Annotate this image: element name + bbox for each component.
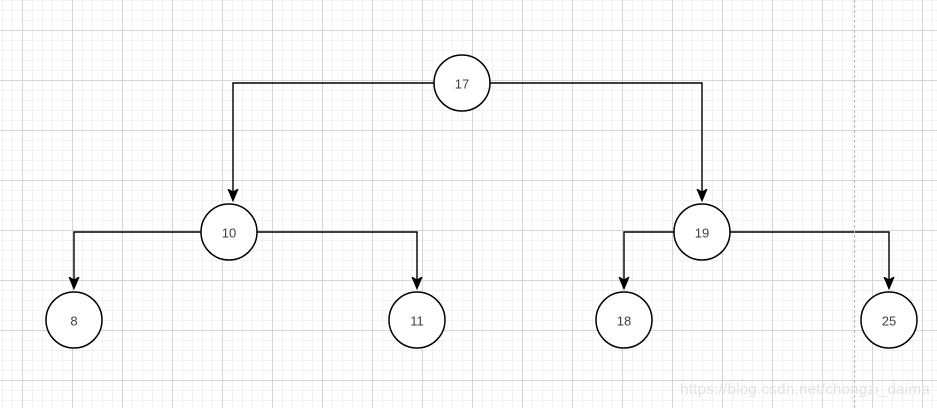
node-label: 17 (455, 77, 469, 92)
tree-node-8[interactable]: 8 (45, 291, 103, 349)
tree-node-25[interactable]: 25 (860, 291, 918, 349)
tree-edge-n10-n8[interactable] (74, 231, 201, 288)
tree-node-19[interactable]: 19 (673, 203, 731, 261)
page-break-line (854, 0, 855, 408)
node-label: 18 (617, 314, 631, 329)
tree-edge-n17-n10[interactable] (233, 82, 434, 200)
node-circle-17[interactable] (433, 54, 491, 112)
tree-edge-n19-n18[interactable] (624, 231, 674, 288)
tree-node-17[interactable]: 17 (433, 54, 491, 112)
node-circle-18[interactable] (595, 291, 653, 349)
tree-node-11[interactable]: 11 (388, 291, 446, 349)
node-label: 8 (70, 314, 77, 329)
node-circle-8[interactable] (45, 291, 103, 349)
tree-edge-n19-n25[interactable] (730, 231, 889, 288)
tree-node-18[interactable]: 18 (595, 291, 653, 349)
node-circle-11[interactable] (388, 291, 446, 349)
tree-edge-n10-n11[interactable] (257, 231, 417, 288)
tree-node-10[interactable]: 10 (200, 203, 258, 261)
node-label: 11 (410, 314, 424, 329)
node-label: 25 (882, 314, 896, 329)
node-circle-25[interactable] (860, 291, 918, 349)
edges-layer (74, 82, 889, 288)
node-label: 19 (695, 226, 709, 241)
nodes-layer: 17 10 19 8 11 18 25 (45, 54, 918, 349)
node-circle-19[interactable] (673, 203, 731, 261)
node-circle-10[interactable] (200, 203, 258, 261)
node-label: 10 (222, 226, 236, 241)
tree-edge-n17-n19[interactable] (490, 82, 702, 200)
